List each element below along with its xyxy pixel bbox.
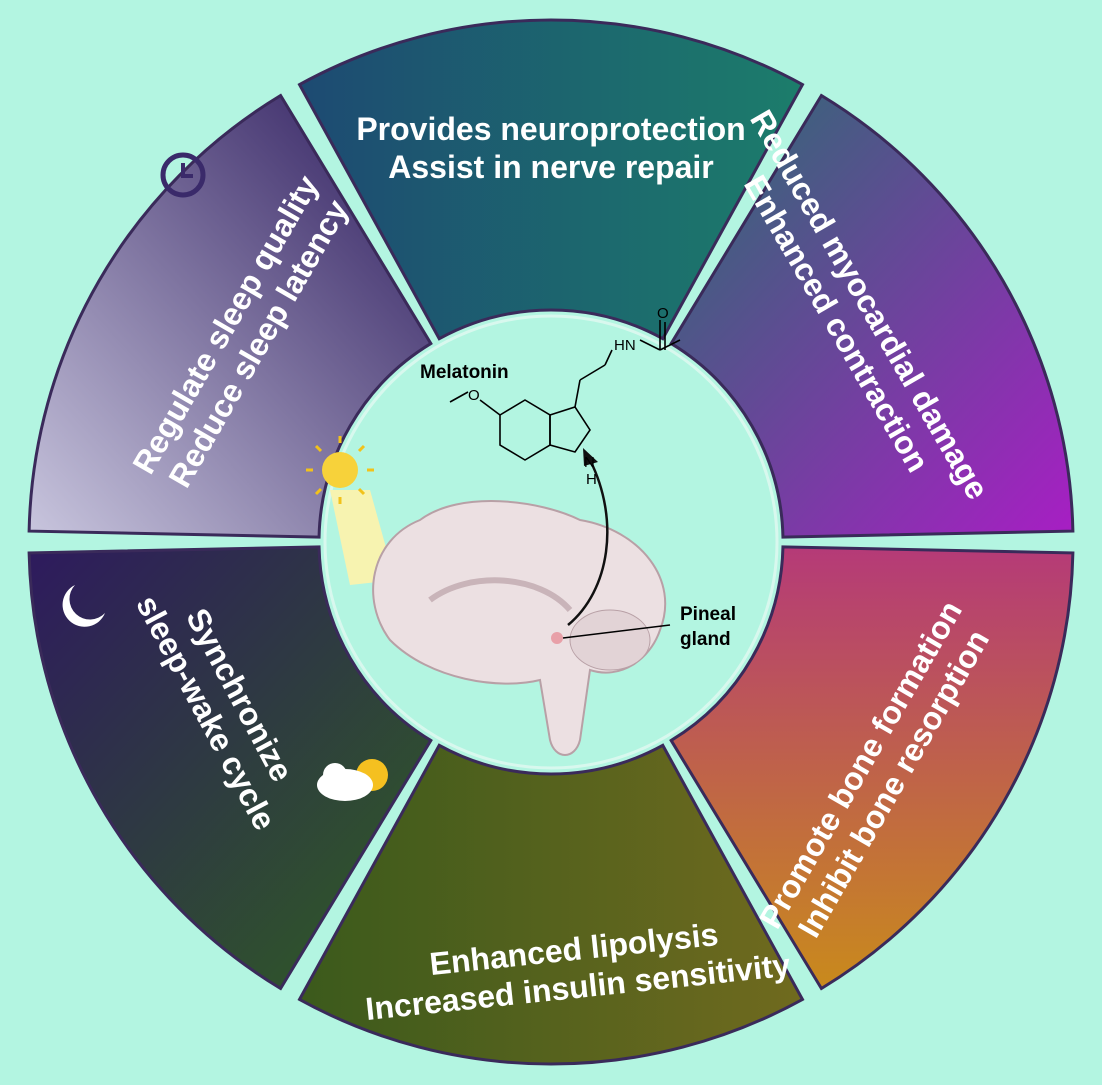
pineal-label-line1: Pineal <box>680 604 736 625</box>
atom-o-methoxy: O <box>468 387 480 404</box>
pineal-label-line2: gland <box>680 629 731 650</box>
pineal-gland <box>551 632 563 644</box>
segment-neuro <box>297 18 805 341</box>
segment-lipid <box>297 743 805 1066</box>
segment-bone <box>669 545 1075 991</box>
arrow-head-icon <box>583 448 598 466</box>
atom-n-indole: N <box>584 454 595 471</box>
segment-heart <box>669 93 1075 539</box>
segment-line: Provides neuroprotection <box>356 111 745 147</box>
pineal-pointer-line <box>562 624 671 639</box>
moon-icon <box>62 585 105 627</box>
segment-line: Assist in nerve repair <box>388 149 713 185</box>
molecule-label: Melatonin <box>420 362 509 383</box>
segment-sync <box>27 545 433 991</box>
atom-h-indole: H <box>586 471 597 488</box>
brain-illustration <box>372 500 667 756</box>
cloud-sun-icon <box>317 759 388 801</box>
melatonin-structure <box>449 320 681 461</box>
clock-icon <box>160 152 206 198</box>
secretion-arrow <box>567 459 609 626</box>
atom-o-carbonyl: O <box>657 305 669 322</box>
atom-nh: HN <box>614 337 636 354</box>
